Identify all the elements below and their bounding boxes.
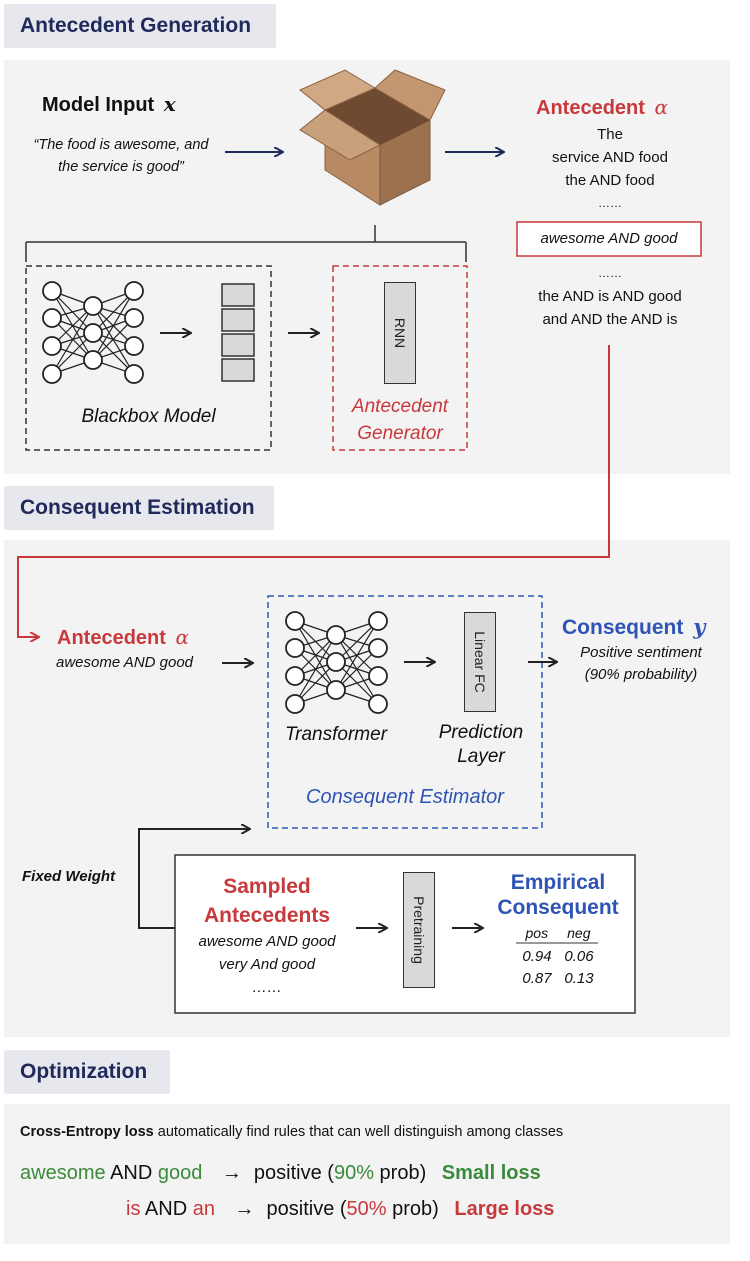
list-item: and AND the AND is	[542, 311, 678, 328]
network-node	[42, 281, 62, 301]
network-node	[83, 350, 103, 370]
network-node	[368, 611, 388, 631]
antecedent-list-bottom: …… the AND is AND good and AND the AND i…	[510, 262, 710, 331]
generator-label: Antecedent Generator	[351, 396, 449, 444]
network-edge	[51, 305, 94, 375]
generator-frame	[332, 265, 468, 451]
model-input-text: “The food is awesome, and the service is…	[33, 137, 209, 175]
optimization-rule-2: is AND an →positive (50% prob) Large los…	[126, 1198, 555, 1220]
section-header-generation: Antecedent Generation	[4, 4, 276, 48]
estimation-antecedent-text: awesome AND good	[56, 654, 194, 671]
network-edge	[294, 634, 337, 705]
table-header: pos neg	[525, 925, 591, 941]
list-item: the AND food	[565, 172, 655, 189]
neural-net-icon	[42, 281, 144, 384]
network-node	[326, 652, 346, 672]
blackbox-frame	[25, 265, 272, 451]
network-node	[368, 694, 388, 714]
table-row: 0.87 0.13	[522, 970, 594, 987]
fixed-weight-label: Fixed Weight	[22, 868, 116, 885]
network-node	[83, 323, 103, 343]
network-node	[124, 364, 144, 384]
antecedent-list-title: Antecedent α	[536, 95, 668, 119]
optimization-description: Cross-Entropy loss automatically find ru…	[20, 1124, 564, 1140]
rnn-block: RNN	[384, 282, 416, 384]
optimization-rule-1: awesome AND good →positive (90% prob) Sm…	[20, 1162, 541, 1184]
list-item: the AND is AND good	[538, 288, 682, 305]
network-node	[83, 296, 103, 316]
sampled-antecedents-list: awesome AND good very And good ……	[178, 930, 356, 999]
consequent-symbol: y	[693, 614, 706, 639]
list-item: very And good	[218, 956, 316, 973]
optimization-panel	[4, 1104, 730, 1244]
arrow-icon: →	[234, 1198, 255, 1220]
antecedent-symbol: α	[654, 95, 668, 119]
estimation-antecedent-title: Antecedent α	[57, 625, 189, 649]
list-item: The	[597, 126, 623, 143]
empirical-table: pos neg 0.94 0.06 0.87 0.13	[516, 922, 600, 990]
linear-fc-block: Linear FC	[464, 612, 496, 712]
list-item: awesome AND good	[198, 933, 336, 950]
list-item: ……	[252, 979, 282, 996]
blackbox-label: Blackbox Model	[81, 406, 216, 427]
sampled-antecedents-title: Sampled Antecedents	[203, 875, 331, 927]
network-node	[285, 666, 305, 686]
estimation-antecedent-symbol: α	[175, 625, 189, 649]
transformer-network-icon	[285, 611, 388, 714]
section-header-estimation: Consequent Estimation	[4, 486, 274, 530]
network-edge	[335, 620, 379, 691]
network-node	[42, 308, 62, 328]
network-node	[124, 281, 144, 301]
layer-stack-icon	[221, 283, 255, 382]
highlight-frame	[516, 221, 702, 257]
empirical-consequent-title: Empirical Consequent	[497, 871, 619, 919]
antecedent-list-top: The service AND food the AND food ……	[510, 123, 710, 215]
network-node	[124, 336, 144, 356]
network-node	[326, 680, 346, 700]
bracket-connector	[25, 225, 467, 262]
network-node	[326, 625, 346, 645]
pretraining-block: Pretraining	[403, 872, 435, 988]
table-row: 0.94 0.06	[522, 948, 594, 965]
consequent-title: Consequent y	[562, 614, 706, 639]
section-header-optimization: Optimization	[4, 1050, 170, 1094]
box-icon	[299, 69, 446, 206]
transformer-label: Transformer	[284, 724, 388, 745]
arrow-fixed-weight	[138, 829, 249, 929]
network-node	[368, 638, 388, 658]
network-node	[42, 364, 62, 384]
network-node	[285, 638, 305, 658]
network-edge	[92, 290, 135, 361]
consequent-text: Positive sentiment (90% probability)	[580, 644, 702, 683]
list-item: service AND food	[552, 149, 668, 166]
list-item: ……	[598, 266, 622, 280]
input-symbol: x	[163, 92, 176, 116]
arrow-icon: →	[221, 1162, 242, 1184]
prediction-layer-label: Prediction Layer	[438, 722, 524, 767]
arrow-red-connector	[17, 345, 610, 637]
network-node	[124, 308, 144, 328]
list-item: ……	[598, 196, 622, 210]
estimator-frame	[267, 595, 543, 829]
model-input-title: Model Input x	[42, 92, 176, 116]
network-node	[285, 611, 305, 631]
antecedent-highlight: awesome AND good	[540, 230, 678, 247]
network-node	[42, 336, 62, 356]
network-node	[285, 694, 305, 714]
estimator-label: Consequent Estimator	[306, 786, 504, 808]
network-node	[368, 666, 388, 686]
